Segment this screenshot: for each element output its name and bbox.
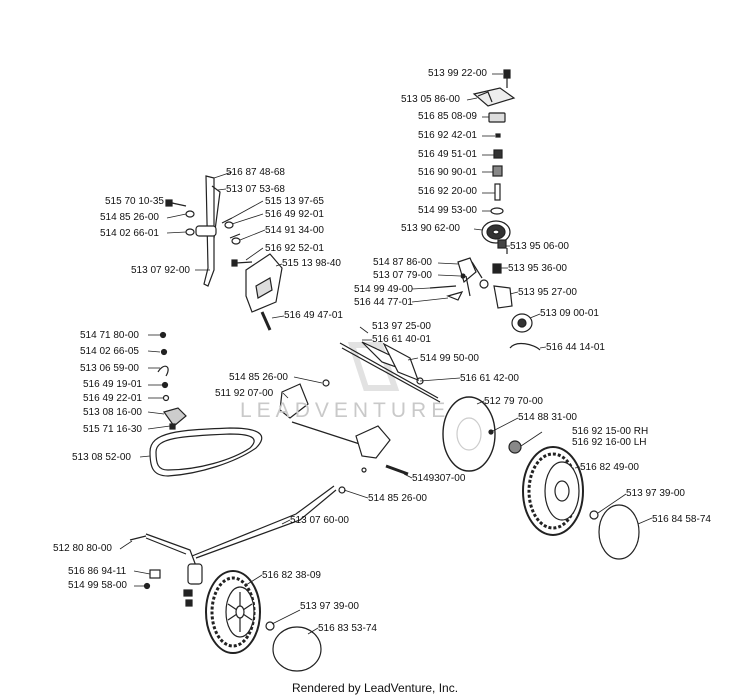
part-label: 515 71 16-30 <box>83 424 142 435</box>
part-label: 513 90 62-00 <box>401 223 460 234</box>
part-label: 516 92 15-00 RH <box>572 426 649 437</box>
part-label: 511 92 07-00 <box>215 388 274 399</box>
part-label: 513 97 39-00 <box>300 601 359 612</box>
part-label: 514 91 34-00 <box>265 225 324 236</box>
lever-assembly <box>165 175 283 331</box>
right-wheel <box>442 396 640 560</box>
watermark-text: LEADVENTURE <box>240 399 451 422</box>
part-label: 516 87 48-68 <box>226 167 285 178</box>
part-label: 516 92 16-00 LH <box>572 437 647 448</box>
part-label: 516 49 47-01 <box>284 310 343 321</box>
part-label: 513 05 86-00 <box>401 94 460 105</box>
part-label: 515 70 10-35 <box>105 196 164 207</box>
part-label: 513 07 60-00 <box>290 515 349 526</box>
part-label: 516 61 40-01 <box>372 334 431 345</box>
part-label: 514 71 80-00 <box>80 330 139 341</box>
part-label: 516 49 51-01 <box>418 149 477 160</box>
part-label: 516 49 22-01 <box>83 393 142 404</box>
part-label: 514 85 26-00 <box>368 493 427 504</box>
part-label: 516 85 08-09 <box>418 111 477 122</box>
part-label: 513 97 25-00 <box>372 321 431 332</box>
part-label: 514 85 26-00 <box>100 212 159 223</box>
part-label: 516 92 42-01 <box>418 130 477 141</box>
part-label: 513 08 52-00 <box>72 452 131 463</box>
central-deck <box>279 341 441 476</box>
part-label: 516 82 38-09 <box>262 570 321 581</box>
drive-bracket <box>429 257 489 301</box>
part-label: 514 99 49-00 <box>354 284 413 295</box>
part-label: 5149307-00 <box>412 473 466 484</box>
part-label: 514 02 66-01 <box>100 228 159 239</box>
part-label: 516 92 20-00 <box>418 186 477 197</box>
part-label: 514 87 86-00 <box>373 257 432 268</box>
part-label: 513 95 06-00 <box>510 241 569 252</box>
part-label: 513 95 27-00 <box>518 287 577 298</box>
top-stack <box>472 69 541 351</box>
part-label: 516 44 14-01 <box>546 342 605 353</box>
part-label: 513 95 36-00 <box>508 263 567 274</box>
part-label: 512 79 70-00 <box>484 396 543 407</box>
left-small-parts <box>157 331 187 430</box>
part-label: 516 84 58-74 <box>652 514 711 525</box>
part-label: 513 99 22-00 <box>428 68 487 79</box>
part-label: 514 02 66-05 <box>80 346 139 357</box>
part-label: 514 88 31-00 <box>518 412 577 423</box>
part-label: 513 08 16-00 <box>83 407 142 418</box>
part-label: 516 90 90-01 <box>418 167 477 178</box>
part-label: 513 07 92-00 <box>131 265 190 276</box>
belt <box>149 427 263 477</box>
part-label: 513 97 39-00 <box>626 488 685 499</box>
part-label: 516 83 53-74 <box>318 623 377 634</box>
part-label: 513 07 53-68 <box>226 184 285 195</box>
part-label: 514 99 53-00 <box>418 205 477 216</box>
leader-lines <box>119 73 653 635</box>
part-label: 512 80 80-00 <box>53 543 112 554</box>
part-label: 513 07 79-00 <box>373 270 432 281</box>
part-label: 514 99 50-00 <box>420 353 479 364</box>
part-label: 513 09 00-01 <box>540 308 599 319</box>
part-label: 515 13 97-65 <box>265 196 324 207</box>
part-label: 516 82 49-00 <box>580 462 639 473</box>
part-label: 516 92 52-01 <box>265 243 324 254</box>
footer-credit: Rendered by LeadVenture, Inc. <box>291 681 459 695</box>
part-label: 513 06 59-00 <box>80 363 139 374</box>
part-label: 516 49 92-01 <box>265 209 324 220</box>
part-label: 516 86 94-11 <box>68 566 127 577</box>
part-label: 516 61 42-00 <box>460 373 519 384</box>
part-label: 516 44 77-01 <box>354 297 413 308</box>
part-label: 515 13 98-40 <box>282 258 341 269</box>
part-label: 516 49 19-01 <box>83 379 142 390</box>
part-label: 514 85 26-00 <box>229 372 288 383</box>
watermark-logo <box>347 342 400 391</box>
part-label: 514 99 58-00 <box>68 580 127 591</box>
left-wheel <box>205 570 322 672</box>
